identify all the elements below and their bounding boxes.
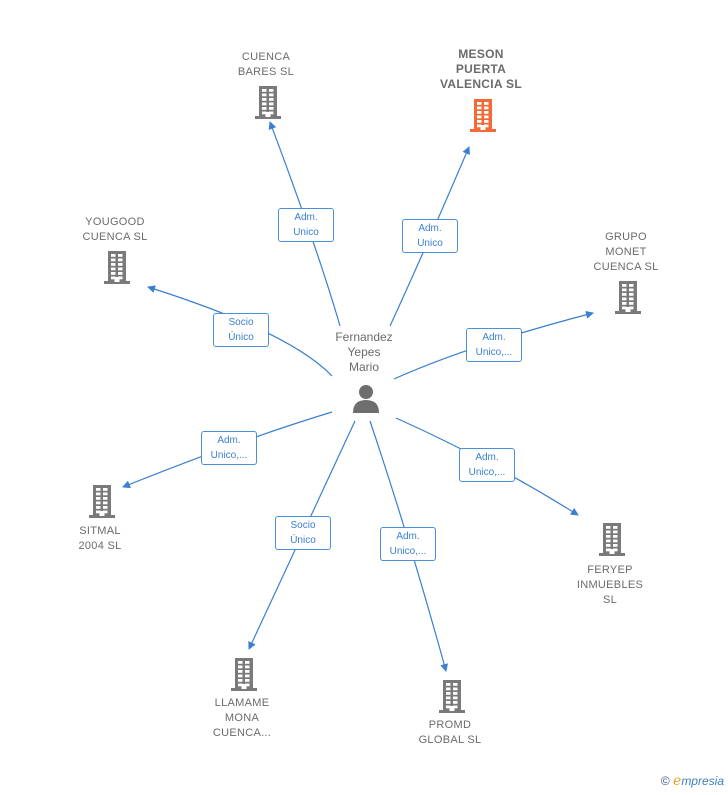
building-icon[interactable] xyxy=(436,679,468,718)
building-icon[interactable] xyxy=(101,250,133,289)
empresia-brand[interactable]: © empresia xyxy=(661,773,724,789)
relation-badge-promd[interactable]: Adm. Unico,... xyxy=(380,527,436,561)
relation-badge-llamame[interactable]: Socio Único xyxy=(275,516,331,550)
relation-badge-feryep[interactable]: Adm. Unico,... xyxy=(459,448,515,482)
company-label-feryep[interactable]: FERYEP INMUEBLES SL xyxy=(576,564,644,606)
brand-logo-e: e xyxy=(673,773,682,789)
building-icon[interactable] xyxy=(596,522,628,561)
company-label-cuenca-bares[interactable]: CUENCA BARES SL xyxy=(237,51,295,78)
building-icon[interactable] xyxy=(467,98,499,137)
company-label-llamame[interactable]: LLAMAME MONA CUENCA... xyxy=(212,697,272,739)
building-icon[interactable] xyxy=(228,657,260,696)
person-icon[interactable] xyxy=(351,383,381,418)
company-label-sitmal[interactable]: SITMAL 2004 SL xyxy=(78,525,122,552)
company-label-meson-puerta[interactable]: MESON PUERTA VALENCIA SL xyxy=(440,47,522,91)
building-icon[interactable] xyxy=(612,280,644,319)
brand-name: mpresia xyxy=(681,774,724,788)
relation-badge-grupo-monet[interactable]: Adm. Unico,... xyxy=(466,328,522,362)
company-label-yougood[interactable]: YOUGOOD CUENCA SL xyxy=(82,216,148,243)
building-icon[interactable] xyxy=(252,85,284,124)
company-label-promd[interactable]: PROMD GLOBAL SL xyxy=(418,719,482,746)
person-name[interactable]: Fernandez Yepes Mario xyxy=(335,330,393,374)
company-label-grupo-monet[interactable]: GRUPO MONET CUENCA SL xyxy=(593,231,659,273)
building-icon[interactable] xyxy=(86,484,118,523)
relation-badge-cuenca-bares[interactable]: Adm. Unico xyxy=(278,208,334,242)
relation-badge-sitmal[interactable]: Adm. Unico,... xyxy=(201,431,257,465)
relation-badge-yougood[interactable]: Socio Único xyxy=(213,313,269,347)
relation-badge-meson-puerta[interactable]: Adm. Unico xyxy=(402,219,458,253)
copyright-icon: © xyxy=(660,774,670,788)
